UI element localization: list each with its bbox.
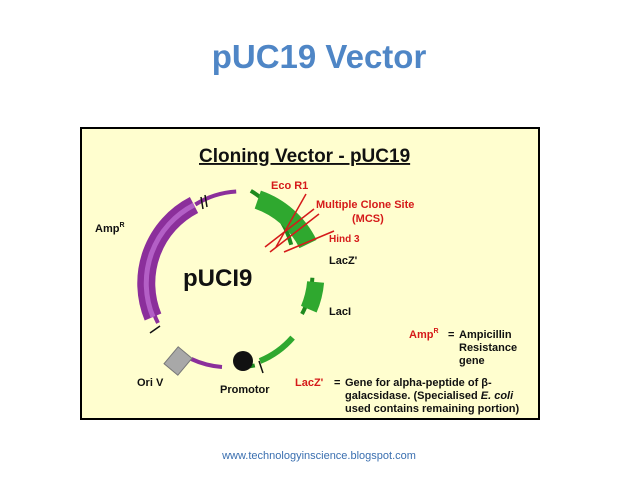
promoter-dot bbox=[233, 351, 253, 371]
legend-amp-key: AmpR bbox=[409, 328, 439, 341]
footer-url: www.technologyinscience.blogspot.com bbox=[222, 450, 416, 462]
legend: AmpR = Ampicillin Resistance gene LacZ' … bbox=[295, 328, 520, 415]
lacz-label: LacZ' bbox=[329, 255, 358, 267]
mcs-site-lines bbox=[264, 193, 335, 253]
plasmid-name: pUCI9 bbox=[183, 265, 252, 292]
laci-label: LacI bbox=[329, 306, 351, 318]
legend-lacz-def-1: Gene for alpha-peptide of β- bbox=[345, 377, 492, 389]
diagram-heading: Cloning Vector - pUC19 bbox=[199, 146, 410, 167]
mcs-label-line1: Multiple Clone Site bbox=[316, 199, 414, 211]
plasmid-map-svg: Cloning Vector - pUC19 bbox=[95, 146, 520, 415]
oriv-label: Ori V bbox=[137, 377, 164, 389]
ampr-gene-highlight bbox=[143, 202, 196, 318]
legend-amp-def-2: Resistance bbox=[459, 342, 517, 354]
legend-lacz-def-3: used contains remaining portion) bbox=[345, 403, 520, 415]
promotor-label: Promotor bbox=[220, 384, 270, 396]
legend-lacz-key: LacZ' bbox=[295, 377, 324, 389]
hind3-label: Hind 3 bbox=[329, 234, 360, 245]
plasmid-figure: Cloning Vector - pUC19 bbox=[80, 127, 540, 420]
legend-lacz-eq: = bbox=[334, 377, 340, 389]
eco-r1-label: Eco R1 bbox=[271, 180, 308, 192]
lacz-gene-segment bbox=[254, 190, 317, 249]
oriv-box bbox=[163, 346, 193, 376]
legend-amp-def-1: Ampicillin bbox=[459, 329, 512, 341]
mcs-label-line2: (MCS) bbox=[352, 213, 384, 225]
legend-lacz-def-2: galacsidase. (Specialised E. coli bbox=[345, 390, 514, 402]
promoter-green-segment bbox=[258, 335, 295, 364]
ampr-label: AmpR bbox=[95, 222, 125, 235]
slide-title: pUC19 Vector bbox=[211, 38, 427, 75]
legend-amp-eq: = bbox=[448, 329, 454, 341]
laci-gene-segment bbox=[300, 280, 325, 313]
legend-amp-def-3: gene bbox=[459, 355, 485, 367]
boundary-ticks bbox=[149, 194, 264, 374]
